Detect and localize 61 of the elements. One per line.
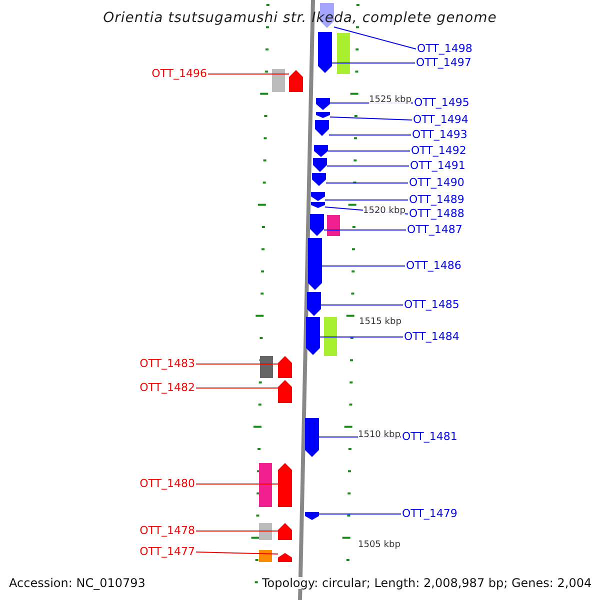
leader-line xyxy=(326,182,408,184)
gene-glyph xyxy=(278,463,292,507)
scale-label: 1505 kbp xyxy=(358,541,400,550)
gene-label: OTT_1495 xyxy=(414,97,470,108)
gene-label: OTT_1491 xyxy=(410,160,466,171)
gene-glyph xyxy=(314,145,328,157)
gene-glyph xyxy=(306,317,320,355)
gene-label: OTT_1498 xyxy=(417,43,472,54)
gene-label: OTT_1493 xyxy=(412,129,468,140)
gene-glyph xyxy=(316,98,330,110)
gene-glyph xyxy=(310,214,324,236)
gene-glyph xyxy=(308,238,322,290)
gene-glyph xyxy=(278,356,292,378)
gene-glyph xyxy=(318,32,332,73)
gene-glyph xyxy=(311,202,325,208)
scale-label: 1510 kbp xyxy=(358,431,400,440)
leader-line xyxy=(196,552,278,554)
gene-label: OTT_1497 xyxy=(416,57,472,68)
leader-line xyxy=(330,116,412,120)
gene-label: OTT_1480 xyxy=(140,478,195,489)
gene-label: OTT_1479 xyxy=(402,508,458,519)
gene-label: OTT_1477 xyxy=(140,546,195,557)
gene-glyph xyxy=(311,192,325,201)
leader-line xyxy=(320,336,404,338)
info-text: Accession: NC_010793 xyxy=(9,577,146,589)
gene-label: OTT_1485 xyxy=(404,299,460,310)
leader-line xyxy=(196,530,278,532)
gene-label: OTT_1489 xyxy=(409,194,464,205)
gene-glyph xyxy=(278,553,292,562)
leader-line xyxy=(328,134,412,136)
gene-glyph xyxy=(278,523,292,540)
gene-label: OTT_1488 xyxy=(409,208,464,219)
leader-line xyxy=(332,62,416,64)
info-text: Topology: circular; Length: 2,008,987 bp; Genes: 2,004 xyxy=(262,577,592,589)
gene-label: OTT_1483 xyxy=(140,358,195,369)
gene-label: OTT_1492 xyxy=(411,145,466,156)
gene-label: OTT_1486 xyxy=(406,260,462,271)
gene-label: OTT_1481 xyxy=(402,431,458,442)
gene-label: OTT_1490 xyxy=(409,177,464,188)
gene-label: OTT_1478 xyxy=(140,525,195,536)
gene-glyph xyxy=(312,173,326,186)
leader-line xyxy=(320,304,404,306)
gene-glyph xyxy=(289,70,303,92)
gene-glyph xyxy=(307,292,321,316)
gene-glyph xyxy=(305,512,319,520)
gene-glyph xyxy=(315,120,329,136)
scale-label: 1515 kbp xyxy=(359,318,402,327)
gene-glyph xyxy=(316,112,330,118)
gene-label: OTT_1484 xyxy=(404,331,460,342)
gene-label: OTT_1482 xyxy=(140,382,195,393)
leader-line xyxy=(334,26,416,50)
gene-label: OTT_1487 xyxy=(407,224,462,235)
scale-label: 1525 kbp xyxy=(369,96,412,105)
gene-glyph xyxy=(313,158,327,172)
gene-label: OTT_1496 xyxy=(152,68,207,79)
title: Orientia tsutsugamushi str. Ikeda, complete genome xyxy=(102,11,498,25)
leader-line xyxy=(328,150,410,152)
gene-glyph xyxy=(278,380,292,403)
gene-glyph xyxy=(305,418,319,457)
scale-label: 1520 kbp xyxy=(363,207,406,216)
gene-label: OTT_1494 xyxy=(413,114,468,125)
